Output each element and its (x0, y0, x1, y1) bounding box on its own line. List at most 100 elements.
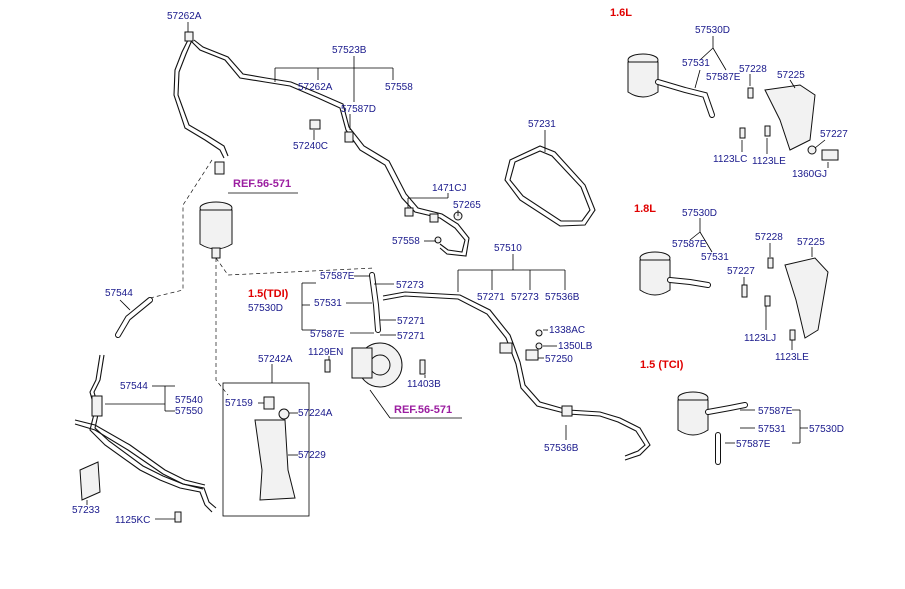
part-label[interactable]: 57229 (298, 450, 326, 461)
bolt-57228-1.8l (767, 257, 774, 269)
bracket-57250 (525, 349, 539, 361)
part-label[interactable]: 57224A (298, 408, 333, 419)
part-label[interactable]: 57558 (385, 82, 413, 93)
part-label[interactable]: 1360GJ (792, 169, 827, 180)
part-label[interactable]: 57225 (797, 237, 825, 248)
part-label[interactable]: 57558 (392, 236, 420, 247)
bolt-1123lj (764, 295, 771, 307)
part-label[interactable]: 57587E (320, 271, 355, 282)
bolt-1123lc (739, 127, 746, 139)
part-label[interactable]: 1129EN (308, 347, 343, 358)
engine-label-1.6l: 1.6L (610, 7, 632, 19)
part-label[interactable]: 1350LB (558, 341, 593, 352)
bracket-57229 (254, 419, 296, 501)
part-label[interactable]: 57233 (72, 505, 100, 516)
part-label[interactable]: 1123LE (752, 156, 786, 167)
part-label[interactable]: 57227 (820, 129, 848, 140)
ref-label-pump[interactable]: REF.56-571 (394, 404, 452, 416)
reservoir-1.6l (627, 61, 659, 98)
part-label[interactable]: 1471CJ (432, 183, 466, 194)
bolt-1338ac (535, 329, 543, 337)
part-label[interactable]: 57587E (758, 406, 793, 417)
part-label[interactable]: 57273 (396, 280, 424, 291)
part-label[interactable]: 57228 (755, 232, 783, 243)
bolt-1123le-1.6l (764, 125, 771, 137)
insulator-57159 (263, 396, 275, 410)
part-label[interactable]: 57240C (293, 141, 328, 152)
reservoir-body (199, 209, 233, 250)
bolt-1123le-1.8l (789, 329, 796, 341)
nut-57224a (278, 408, 290, 420)
part-label[interactable]: 57587E (706, 72, 741, 83)
part-label[interactable]: 57227 (727, 266, 755, 277)
part-label[interactable]: 57510 (494, 243, 522, 254)
engine-label-tci: 1.5 (TCI) (640, 359, 684, 371)
part-label[interactable]: 1125KC (115, 515, 150, 526)
bracket-57225-1.8l (784, 257, 829, 339)
part-label[interactable]: 57540 (175, 395, 203, 406)
clamp-1471cj (404, 207, 414, 217)
part-label[interactable]: 57531 (682, 58, 710, 69)
part-label[interactable]: 57587E (672, 239, 707, 250)
fitting-57262a (184, 31, 194, 42)
part-label[interactable]: 57587D (341, 104, 376, 115)
part-label[interactable]: 1123LJ (744, 333, 776, 344)
part-label[interactable]: 1123LC (713, 154, 747, 165)
clamp-57265 (429, 213, 439, 223)
part-label[interactable]: 57225 (777, 70, 805, 81)
part-label[interactable]: 57544 (120, 381, 148, 392)
part-label[interactable]: 57544 (105, 288, 133, 299)
ref-label-reservoir[interactable]: REF.56-571 (233, 178, 291, 190)
part-label[interactable]: 57262A (298, 82, 333, 93)
part-label[interactable]: 57265 (453, 200, 481, 211)
part-label[interactable]: 57536B (544, 443, 579, 454)
engine-label-1.8l: 1.8L (634, 203, 656, 215)
part-label[interactable]: 1338AC (549, 325, 585, 336)
part-labels: 57262A 57523B 57262A 57558 57587D 57240C… (72, 11, 848, 526)
part-label[interactable]: 57262A (167, 11, 202, 22)
part-label[interactable]: 57273 (511, 292, 539, 303)
bolt-57227-1.8l (741, 284, 748, 298)
part-label[interactable]: 57530D (809, 424, 844, 435)
engine-label-tdi: 1.5(TDI) (248, 288, 289, 300)
part-label[interactable]: 57530D (248, 303, 283, 314)
pressure-tube-upper (189, 39, 466, 253)
part-label[interactable]: 57271 (477, 292, 505, 303)
bolt-1125kc (174, 511, 182, 523)
clip-57587d (344, 131, 354, 143)
part-label[interactable]: 11403B (407, 379, 441, 390)
part-label[interactable]: 57530D (682, 208, 717, 219)
part-label[interactable]: 57231 (528, 119, 556, 130)
return-hose-left (173, 39, 225, 159)
fitting-57536b (561, 405, 573, 417)
part-label[interactable]: 57531 (758, 424, 786, 435)
reservoir-tci (677, 399, 709, 436)
part-label[interactable]: 57587E (736, 439, 771, 450)
nut-1350lb (535, 342, 543, 350)
bracket-57225-1.6l (764, 84, 816, 151)
belt-57231 (504, 145, 596, 227)
return-tube-57550 (74, 419, 206, 486)
part-label[interactable]: 57550 (175, 406, 203, 417)
part-label[interactable]: 57250 (545, 354, 573, 365)
part-label[interactable]: 57228 (739, 64, 767, 75)
pressure-tube-57510 (382, 291, 651, 461)
part-label[interactable]: 57242A (258, 354, 293, 365)
part-label[interactable]: 57271 (397, 331, 425, 342)
fitting-hose-clamp (214, 161, 225, 175)
part-label[interactable]: 57159 (225, 398, 253, 409)
part-label[interactable]: 57523B (332, 45, 367, 56)
leader-lines (86, 22, 829, 520)
part-label[interactable]: 57536B (545, 292, 580, 303)
bolt-11403b (419, 359, 426, 375)
part-label[interactable]: 1123LE (775, 352, 809, 363)
part-label[interactable]: 57530D (695, 25, 730, 36)
part-label[interactable]: 57271 (397, 316, 425, 327)
part-label[interactable]: 57531 (314, 298, 342, 309)
return-tube-57540 (89, 354, 213, 513)
part-label[interactable]: 57531 (701, 252, 729, 263)
part-label[interactable]: 57587E (310, 329, 345, 340)
bolt-1129en (324, 359, 331, 373)
bracket-box (222, 382, 310, 517)
